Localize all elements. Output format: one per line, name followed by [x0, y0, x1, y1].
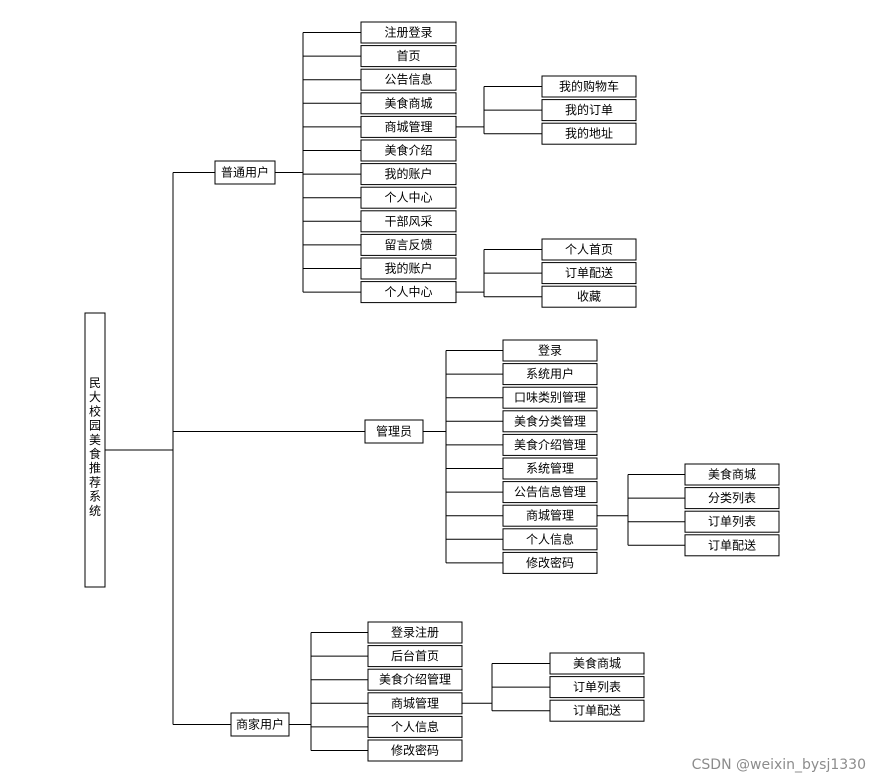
group-1-sub-0-item-3 [684, 534, 780, 557]
root-label: 民大校园美食推荐系统 [89, 376, 101, 518]
group-1-item-5-label: 系统管理 [526, 461, 574, 476]
group-1-item-6-label: 公告信息管理 [514, 484, 586, 499]
group-0-item-5-label: 美食介绍 [384, 143, 432, 158]
group-1-item-8 [502, 528, 598, 551]
group-1-item-9-label: 修改密码 [526, 555, 574, 570]
group-0-sub-0-item-2-label: 我的地址 [565, 126, 613, 141]
group-0-item-10 [360, 257, 457, 280]
group-0-item-6 [360, 163, 457, 186]
group-1-item-2-label: 口味类别管理 [514, 390, 586, 405]
group-0-sub-0-item-1 [541, 99, 637, 122]
group-0-item-2-label: 公告信息 [384, 72, 432, 87]
group-0-sub-1-item-1-label: 订单配送 [565, 265, 613, 280]
group-2-item-2-label: 美食介绍管理 [379, 672, 451, 687]
group-2-sub-0-item-2-label: 订单配送 [573, 703, 621, 718]
group-0-sub-0-item-0-label: 我的购物车 [559, 79, 619, 94]
group-0-item-3 [360, 92, 457, 115]
group-0-item-8 [360, 210, 457, 233]
group-2-sub-0-item-1-label: 订单列表 [573, 680, 621, 694]
group-1-item-1-label: 系统用户 [526, 366, 574, 381]
group-0-item-8-label: 干部风采 [384, 213, 432, 228]
group-0-item-3-label: 美食商城 [384, 95, 432, 110]
group-0-item-1-label: 首页 [396, 49, 420, 63]
group-1-sub-0-item-3-label: 订单配送 [708, 537, 756, 552]
group-0-item-4-label: 商城管理 [384, 119, 432, 134]
group-2-item-1 [367, 645, 463, 668]
group-0-item-10-label: 我的账户 [384, 261, 432, 276]
group-1-item-8-label: 个人信息 [526, 531, 574, 546]
group-2-item-5 [367, 739, 463, 762]
group-1-item-0-label: 登录 [538, 343, 562, 358]
group-0-item-7 [360, 186, 457, 209]
group-0-item-11-label: 个人中心 [384, 284, 432, 299]
group-1-sub-0-item-0-label: 美食商城 [708, 467, 756, 482]
group-1-item-5 [502, 457, 598, 480]
group-2-item-5-label: 修改密码 [391, 743, 439, 758]
group-1-box-label: 管理员 [376, 424, 412, 439]
group-0-sub-1-item-2 [541, 285, 637, 308]
group-2-item-2 [367, 668, 463, 691]
csdn-watermark: CSDN @weixin_bysj1330 [691, 757, 866, 773]
group-1-sub-0-item-2-label: 订单列表 [708, 515, 756, 529]
group-2-item-1-label: 后台首页 [391, 648, 439, 663]
group-2-item-4-label: 个人信息 [391, 719, 439, 734]
group-0-item-6-label: 我的账户 [384, 166, 432, 181]
group-1-item-4 [502, 433, 598, 456]
group-0-item-0-label: 注册登录 [384, 25, 432, 40]
group-0-sub-1-item-1 [541, 262, 637, 285]
group-0-item-0 [360, 21, 457, 44]
group-0-sub-1-item-0-label: 个人首页 [565, 243, 613, 257]
group-2-item-0-label: 登录注册 [391, 625, 439, 640]
group-0-box-label: 普通用户 [221, 165, 269, 180]
group-1-sub-0-item-1 [684, 487, 780, 510]
group-0-item-9 [360, 233, 457, 256]
group-0-sub-0-item-0 [541, 75, 637, 98]
group-2-sub-0-item-0 [549, 652, 645, 675]
group-0-item-9-label: 留言反馈 [384, 238, 432, 252]
group-2-sub-0-item-2 [549, 699, 645, 722]
group-2-sub-0-item-0-label: 美食商城 [573, 656, 621, 671]
group-2-box-label: 商家用户 [236, 717, 284, 732]
group-1-item-0 [502, 339, 598, 362]
group-1-item-9 [502, 551, 598, 574]
group-2-item-4 [367, 715, 463, 738]
group-1-item-3-label: 美食分类管理 [514, 413, 586, 428]
group-0-item-2 [360, 68, 457, 91]
group-0-item-5 [360, 139, 457, 162]
group-1-item-6 [502, 481, 598, 504]
group-0-sub-0-item-1-label: 我的订单 [565, 102, 613, 117]
group-1-sub-0-item-1-label: 分类列表 [708, 491, 756, 505]
group-1-sub-0-item-2 [684, 510, 780, 533]
group-2-sub-0-item-1 [549, 676, 645, 699]
group-0-sub-1-item-2-label: 收藏 [577, 290, 601, 304]
group-0-sub-1-item-0 [541, 238, 637, 261]
group-0-item-7-label: 个人中心 [384, 190, 432, 205]
group-1-item-2 [502, 386, 598, 409]
group-1-item-4-label: 美食介绍管理 [514, 437, 586, 452]
group-0-sub-0-item-2 [541, 122, 637, 145]
group-0-item-1 [360, 45, 457, 68]
group-1-item-7-label: 商城管理 [526, 508, 574, 523]
group-1-item-3 [502, 410, 598, 433]
group-2-item-0 [367, 621, 463, 644]
group-1-item-1 [502, 363, 598, 386]
group-2-item-3-label: 商城管理 [391, 695, 439, 710]
group-1-sub-0-item-0 [684, 463, 780, 486]
